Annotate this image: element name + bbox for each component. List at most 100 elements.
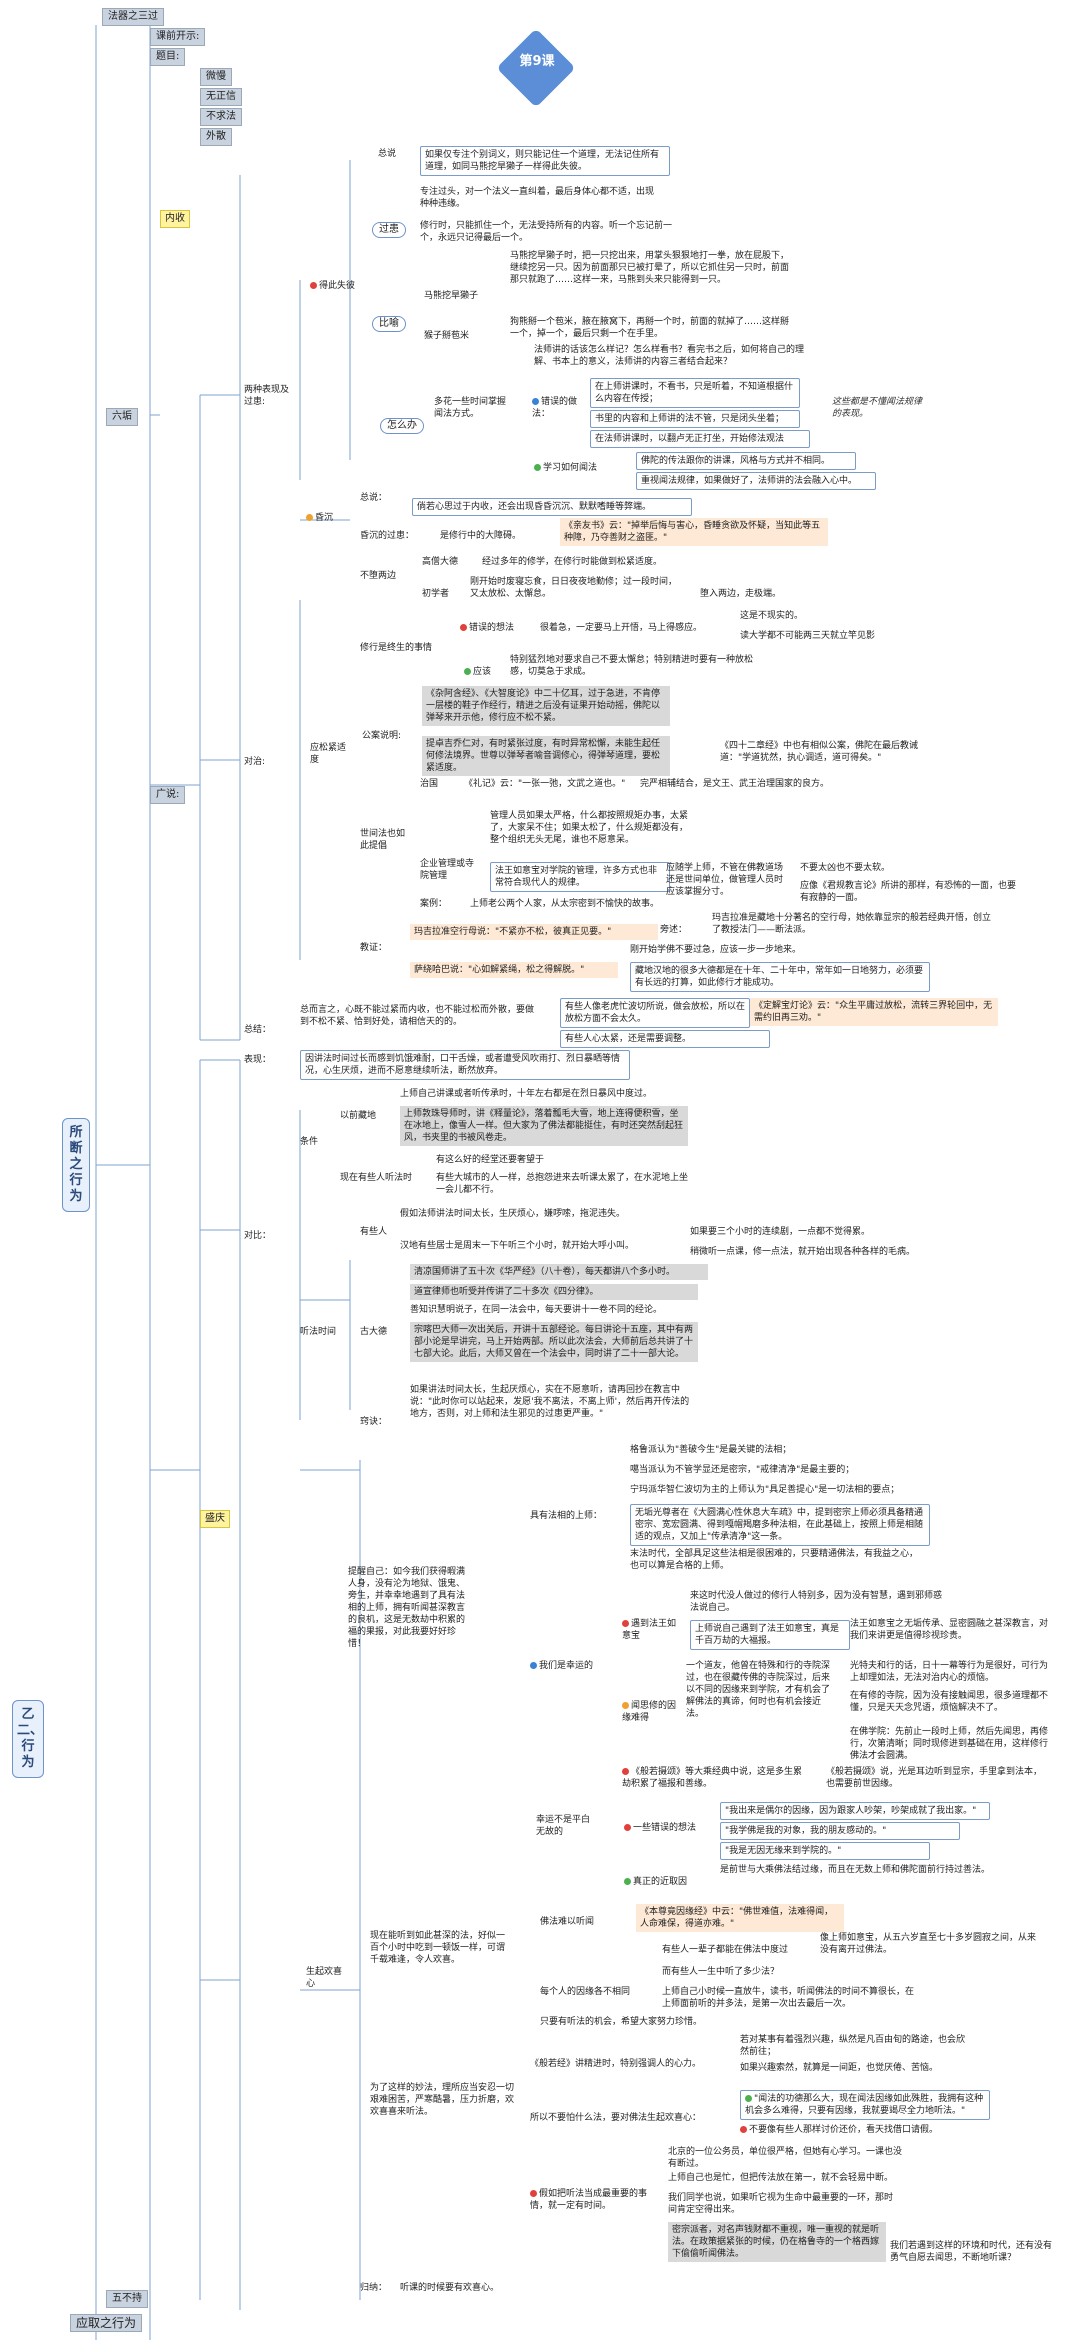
two-manifestations: 两种表现及过患:: [244, 385, 290, 407]
study-label: 闻思修的因缘难得: [622, 1700, 682, 1724]
management-text-3: 应随学上师，不管在佛教道场还是世间单位，做管理人员时应该掌握分寸。: [666, 863, 784, 897]
ancient-3: 善知识慧明说子，在同一法会中，每天要讲十一卷不同的经论。: [410, 1305, 663, 1315]
pre-class-talk: 课前开示:: [150, 28, 206, 46]
sutra-text-2: 《般若摄颂》说，光是耳边听到显宗，手里拿到法本，也需要前世因缘。: [826, 1767, 1043, 1789]
learn-way-2: 重视闻法规律，如果做好了，法师讲的法会融入心中。: [636, 472, 876, 490]
remind-text: 提醒自己：如今我们获得暇满人身，没有沦为地狱、饿鬼、旁生，并幸幸地遇到了具有法相…: [348, 1567, 466, 1649]
lesson-diamond: 第9课: [496, 28, 576, 108]
some-text-1: 假如法师讲法时间太长，生厌烦心，嫌啰嗦，拖泥违失。: [400, 1209, 626, 1219]
teaching-2: 萨绕哈巴说："心如解紧绳，松之得解脱。": [410, 962, 618, 978]
lifelong-practice: 修行是终生的事情: [360, 643, 433, 653]
every-text: 上师自己小时候一直放牛，读书，听闻佛法的时间不算很长，在上师面前听的并多法，是第…: [662, 1987, 915, 2009]
sutra-text-label: 《般若摄颂》等大乘经典中说，这是多生累劫积累了福报和善缘。: [622, 1767, 803, 1789]
true-cause-label: 真正的近取因: [633, 1877, 688, 1887]
wrong-way-3: 在法师讲课时，以翻卢无正打坐，开始修法观法: [590, 430, 810, 448]
return-label: 归纳：: [360, 2283, 388, 2293]
wrong-idea-reply-2: 读大学都不可能两三天就立竿见影: [740, 631, 876, 641]
if-important-text: 假如把听法当成最重要的事情，就一定有时间。: [530, 2189, 648, 2211]
teaching-1-note: 玛吉拉准是藏地十分著名的空行母，她依靠显宗的般若经典开悟，创立了教授法门——断法…: [712, 913, 992, 935]
no-hard-2-text: 不要像有些人那样讨价还价，看天找借口请假。: [749, 2125, 939, 2135]
wrong-thought-1: "我出来是偶尔的因缘，因为跟家人吵架，吵架成就了我出家。": [720, 1802, 990, 1820]
public-case-2: 提卓吉乔仁对，有时紧张过度，有时异常松懈，未能生起任何修法境界。世尊以弹琴者喻音…: [422, 736, 670, 776]
masters-text: 经过多年的修学，在修行时能做到松紧适度。: [482, 557, 663, 567]
how-ask: 法师讲的话该怎么样记？怎么样看书？看完书之后，如何将自己的理解、书本上的意义，法…: [534, 345, 805, 367]
meet-6: 在有修的寺院，因为没有接触闻思，很多道理都不懂，只是天天念咒语，烦恼解决不了。: [850, 1691, 1049, 1713]
no-hard-2: 不要像有些人那样讨价还价，看天找借口请假。: [740, 2124, 980, 2136]
gain-lose-label: 得此失彼: [319, 281, 356, 291]
wrong-idea-text: 很着急，一定要马上开悟，马上得感应。: [540, 623, 703, 633]
if-2: 上师自己也是忙，但把传法放在第一，就不会轻易中断。: [668, 2173, 894, 2183]
if-important: 假如把听法当成最重要的事情，就一定有时间。: [530, 2188, 660, 2212]
ancient-1: 清凉国师讲了五十次《华严经》（八十卷），每天都讲八个多小时。: [410, 1264, 708, 1280]
rare-label: 佛法难以听闻: [540, 1917, 595, 1927]
outer-scatter-header: 盛庆: [200, 1510, 230, 1528]
general-label: 总说: [378, 149, 397, 159]
no-hard-1-text: "闻法的功德那么大，现在闻法因缘如此殊胜，我拥有这种机会多么难得，只要有因缘，我…: [745, 2094, 984, 2116]
moderate-label: 应松紧适度: [310, 743, 347, 765]
cross-icon: [624, 1824, 631, 1831]
wrong-idea-reply-1: 这是不现实的。: [740, 611, 804, 621]
qual-2: 噶当派认为不管学显还是密宗，"戒律清净"是最主要的；: [630, 1465, 855, 1475]
summary-reply-3: 有些人心太紧，还是需要调整。: [560, 1030, 770, 1048]
lesson-title: 第9课: [519, 54, 555, 69]
qual-4: 无垢光尊者在《大圆满心性休息大车疏》中，提到密宗上师必须具备精通密宗、宽宏圆满、…: [630, 1504, 930, 1546]
past-text-2: 上师敦珠导师时，讲《释量论》，落着瓢毛大雪，地上连得便积雪，坐在冰地上，像雪人一…: [400, 1106, 688, 1146]
case-label: 案例：: [420, 899, 448, 909]
vajra-text: 《般若经》讲精进时，特别强调人的心力。: [530, 2059, 702, 2069]
six-faults: 六垢: [106, 408, 138, 426]
fault-outward: 外散: [200, 128, 232, 146]
wrong-way-node: 错误的做法：: [532, 396, 582, 420]
no-two-sides: 不堕两边: [360, 571, 397, 581]
management-text-4: 不要太凶也不要太软。: [800, 863, 891, 873]
meet-4: 一个道友，他曾在特殊和行的寺院深过，也在很藏传佛的寺院深过，后来以不同的因缘来到…: [686, 1661, 831, 1719]
summary-text: 总而言之，心既不能过紧而内收，也不能过松而外散，要做到不松不紧、恰到好处，请相信…: [300, 1005, 535, 1027]
conduct-to-adopt: 应取之行为: [70, 2314, 143, 2332]
side-note: 这些都是不懂闻法规律的表现。: [832, 397, 923, 419]
wrong-thought-2: "我学佛是我的对象，我的朋友感动的。": [720, 1822, 960, 1840]
book-icon: [622, 1702, 629, 1709]
public-case-3: 《四十二章经》中也有相似公案，佛陀在最后教诫道："学道犹然，执心调适，道可得矣。…: [720, 741, 919, 763]
harm-text-2: 修行时，只能抓住一个，无法受持所有的内容。听一个忘记前一个，永远只记得最后一个。: [420, 221, 673, 243]
vajra-1: 若对某事有着强烈兴趣，纵然是凡百由旬的路途，也会欣然前往；: [740, 2035, 966, 2057]
qual-3: 宁玛派华智仁波切为主的上师认为"具足善提心"是一切法相的要点；: [630, 1485, 900, 1495]
contrast-label: 对比：: [244, 1231, 272, 1241]
wrong-idea-label: 错误的想法: [469, 623, 515, 633]
harm-node: 过患: [372, 222, 406, 238]
metaphor-text-2: 狗熊掰一个苞米，腋在腋窝下，再掰一个时，前面的就掉了……这样掰一个，掉一个，最后…: [510, 317, 790, 339]
wrong-way-label: 错误的做法：: [532, 397, 578, 419]
conduct-to-abandon: 所断之行为: [62, 1118, 90, 1212]
meet-2: 上师说自己遇到了法王如意宝，真是千百万劫的大福报。: [690, 1620, 850, 1650]
now-text-1: 有这么好的经堂还要奢望于: [436, 1155, 545, 1165]
some-people: 有些人: [360, 1227, 388, 1237]
no-hard-1: "闻法的功德那么大，现在闻法因缘如此殊胜，我拥有这种机会多么难得，只要有因缘，我…: [740, 2090, 990, 2120]
joyful-mind: 生起欢喜心: [306, 1967, 343, 1989]
metaphor-text-1: 马熊挖旱獭子时，把一只挖出来，用掌头狠狠地打一拳，放在屁股下，继续挖另一只。因为…: [510, 251, 790, 285]
condition-label: 条件: [300, 1137, 319, 1147]
wrong-way-1: 在上师讲课时，不看书，只是听着，不知道根据什么内容在传授；: [590, 378, 800, 408]
inner-collapse-header: 内收: [160, 210, 190, 228]
meet-label: 遇到法王如意宝: [622, 1618, 682, 1642]
teaching-1-note-label: 旁述：: [660, 925, 688, 935]
gain-lose-node: 得此失彼: [310, 280, 355, 292]
past-tibet: 以前藏地: [340, 1111, 377, 1121]
meet-text: 遇到法王如意宝: [622, 1619, 677, 1641]
warning-icon: [310, 282, 317, 289]
govern-text: 《礼记》云："一张一弛，文武之道也。": [464, 779, 626, 789]
if-5: 我们若遇到这样的环境和时代，还有没有勇气自愿去闻思，不断地听课？: [890, 2241, 1053, 2263]
public-case-label: 公案说明:: [362, 731, 402, 741]
check-icon: [534, 464, 541, 471]
no-hard: 所以不要怕什么法，要对佛法生起欢喜心：: [530, 2113, 702, 2123]
rare-4: 而有些人一生中听了多少法？: [662, 1967, 780, 1977]
metaphor-node: 比喻: [372, 316, 406, 332]
teaching-2-note: 刚开始学佛不要过急，应该一步一步地来。: [630, 945, 802, 955]
cross-icon: [460, 624, 467, 631]
wrong-thoughts-label: 一些错误的想法: [633, 1823, 697, 1833]
we-are-lucky: 我们是幸运的: [530, 1660, 593, 1672]
dull-quote: 《亲友书》云："掉举后悔与害心，昏睡贪欲及怀疑，当知此等五种障，乃夺善财之盗匪。…: [560, 518, 828, 546]
dull-general-text: 倘若心思过于内收，还会出现昏昏沉沉、默默嗜睡等弊端。: [412, 498, 692, 516]
dull-label: 昏沉: [315, 513, 334, 523]
ancient-masters: 古大德: [360, 1327, 388, 1337]
ancient-2: 道宣律师也听受并传讲了二十多次《四分律》。: [410, 1284, 698, 1300]
how-node: 怎么办: [380, 418, 424, 434]
